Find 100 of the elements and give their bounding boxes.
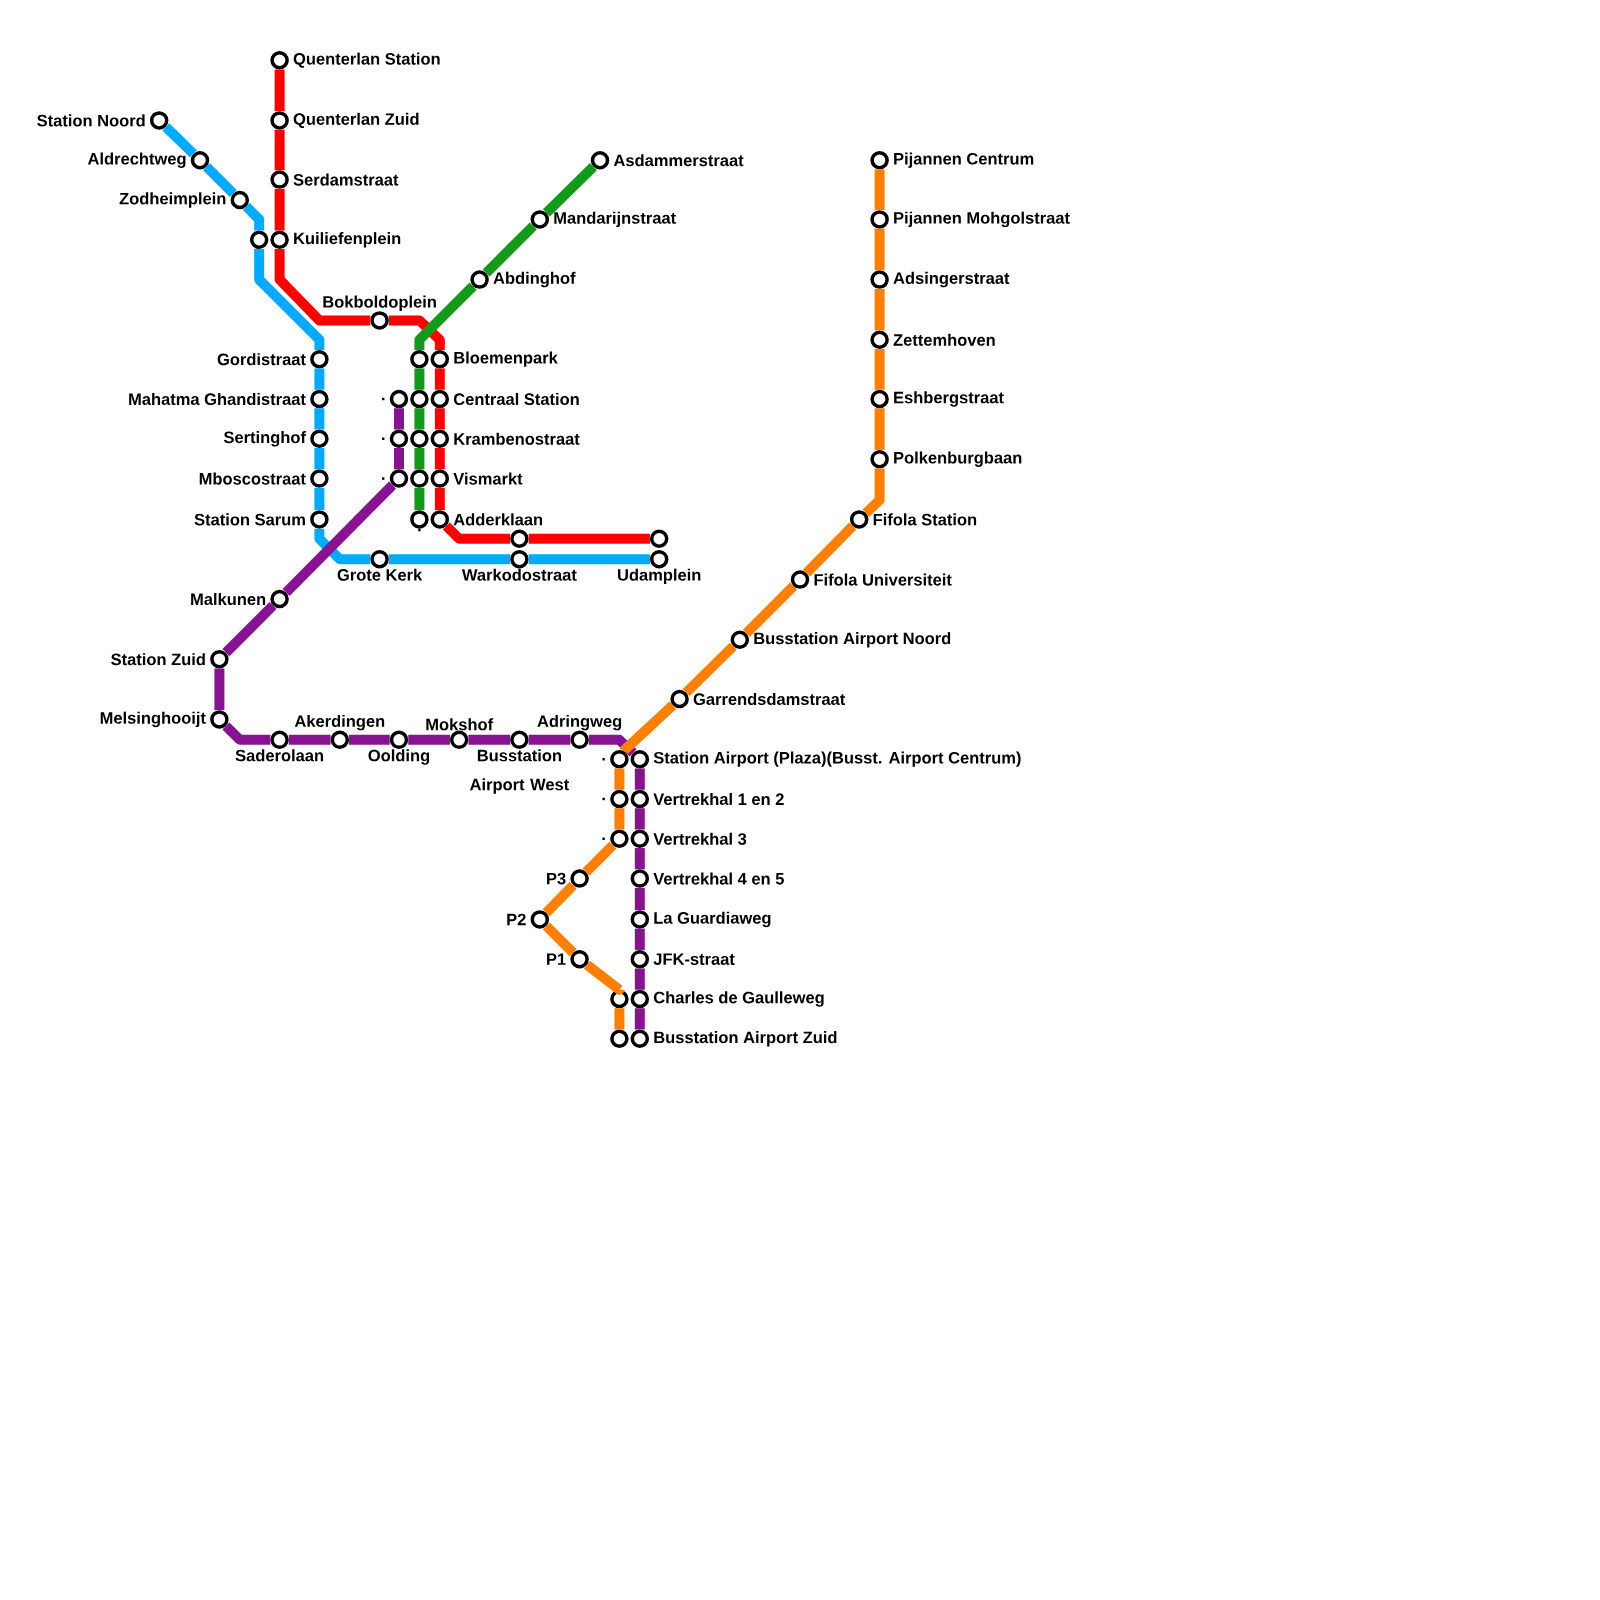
station-name: P3 xyxy=(547,872,566,885)
station-name: Station Noord xyxy=(37,114,145,127)
station-name: Station Airport (Plaza)(Busst. Airport Centrum) xyxy=(653,751,1021,767)
station-name: . xyxy=(602,797,605,801)
station-marker xyxy=(510,529,529,549)
station-name: Sertinghof xyxy=(223,431,306,447)
station-name: Kuiliefenplein xyxy=(294,232,401,248)
metro-line xyxy=(634,968,645,990)
metro-line xyxy=(583,960,625,995)
station-name: . xyxy=(418,528,421,532)
station-name: Station Zuid xyxy=(111,653,205,666)
metro-line xyxy=(214,668,225,711)
metro-line xyxy=(388,315,445,350)
station-name: Fifola Universiteit xyxy=(814,573,952,586)
metro-line xyxy=(434,368,445,390)
metro-line xyxy=(414,408,425,430)
metro-line xyxy=(634,808,645,830)
station-marker xyxy=(610,1029,629,1049)
station-name: Krambenostraat xyxy=(454,432,580,445)
metro-line xyxy=(254,249,325,350)
metro-line xyxy=(434,487,445,511)
station-name: Pijannen Mohgolstraat xyxy=(894,211,1070,228)
station-name: Vismarkt xyxy=(453,472,523,485)
station-name: Centraal Station xyxy=(453,392,579,406)
metro-line xyxy=(314,368,325,390)
station-name: Zettemhoven xyxy=(893,333,995,346)
station-name: Fifola Station xyxy=(873,513,977,526)
metro-line xyxy=(862,468,885,517)
metro-line xyxy=(802,522,857,577)
station-name: Malkunen xyxy=(191,592,266,606)
metro-line xyxy=(414,282,477,350)
station-marker xyxy=(410,429,429,449)
metro-line xyxy=(242,203,265,231)
station-name: Busstation Airport Zuid xyxy=(654,1031,837,1047)
metro-line xyxy=(874,408,885,450)
metro-line xyxy=(614,808,625,830)
station-name: Grote Kerk xyxy=(337,568,423,581)
station-name: Akerdingen xyxy=(294,714,385,731)
metro-line xyxy=(162,123,197,158)
station-marker xyxy=(610,989,629,1009)
metro-line xyxy=(468,734,511,745)
station-name: JFK-straat xyxy=(653,953,735,965)
metro-line xyxy=(222,602,277,657)
metro-line xyxy=(482,222,537,277)
metro-line xyxy=(414,448,425,470)
station-name: P2 xyxy=(507,913,526,926)
station-name: Melsinghooijt xyxy=(100,711,206,728)
station-name: Oolding xyxy=(368,749,430,765)
station-name: Bokboldoplein xyxy=(323,295,436,311)
metro-line xyxy=(414,368,425,390)
station-name: Busstation Airport Noord xyxy=(754,632,951,648)
metro-line xyxy=(203,163,237,197)
station-name: Vertrekhal 4 en 5 xyxy=(653,872,784,885)
metro-line xyxy=(528,554,650,565)
station-marker xyxy=(410,349,429,369)
station-marker xyxy=(649,529,669,549)
station-name: Polkenburgbaan xyxy=(894,451,1022,467)
station-marker xyxy=(249,230,269,250)
metro-line xyxy=(634,887,645,911)
metro-line xyxy=(314,528,371,565)
station-name: Gordistraat xyxy=(217,353,306,366)
metro-line xyxy=(274,129,285,171)
metro-line xyxy=(542,881,577,917)
metro-line xyxy=(314,408,325,430)
station-name: Mboscostraat xyxy=(199,472,306,485)
metro-line xyxy=(582,841,617,876)
station-name: . xyxy=(602,757,605,761)
metro-line xyxy=(634,1008,645,1030)
metro-line xyxy=(442,522,511,544)
station-name: Zodheimplein xyxy=(119,192,226,208)
metro-line xyxy=(434,408,445,430)
station-name: Udamplein xyxy=(618,568,701,584)
metro-line xyxy=(434,448,445,470)
metro-line xyxy=(394,408,404,430)
metro-line xyxy=(619,701,677,755)
station-name: Vertrekhal 3 xyxy=(653,832,747,845)
metro-line xyxy=(408,734,450,745)
station-name: La Guardiaweg xyxy=(654,911,771,928)
station-name: Mokshof xyxy=(426,718,494,731)
station-name: . xyxy=(382,437,385,440)
station-name: Aldrechtweg xyxy=(87,152,186,168)
metro-line xyxy=(282,481,397,596)
station-name: Adderklaan xyxy=(453,513,543,526)
station-name: Vertrekhal 1 en 2 xyxy=(653,792,784,806)
metro-line xyxy=(414,487,425,511)
metro-line xyxy=(528,533,650,544)
station-name: . xyxy=(382,397,385,401)
metro-line xyxy=(222,722,271,745)
station-name: Adsingerstraat xyxy=(893,271,1010,288)
metro-line xyxy=(634,768,645,790)
station-name: Station Sarum xyxy=(194,513,305,526)
station-name: Warkodostraat xyxy=(461,568,577,581)
metro-line xyxy=(634,848,645,870)
metro-line xyxy=(588,734,637,757)
station-name: Quenterlan Zuid xyxy=(293,112,419,128)
metro-line xyxy=(542,922,577,957)
metro-line xyxy=(614,1008,625,1030)
metro-line xyxy=(528,734,571,745)
metro-line xyxy=(274,188,285,231)
station-name: Garrendsdamstraat xyxy=(693,692,846,706)
